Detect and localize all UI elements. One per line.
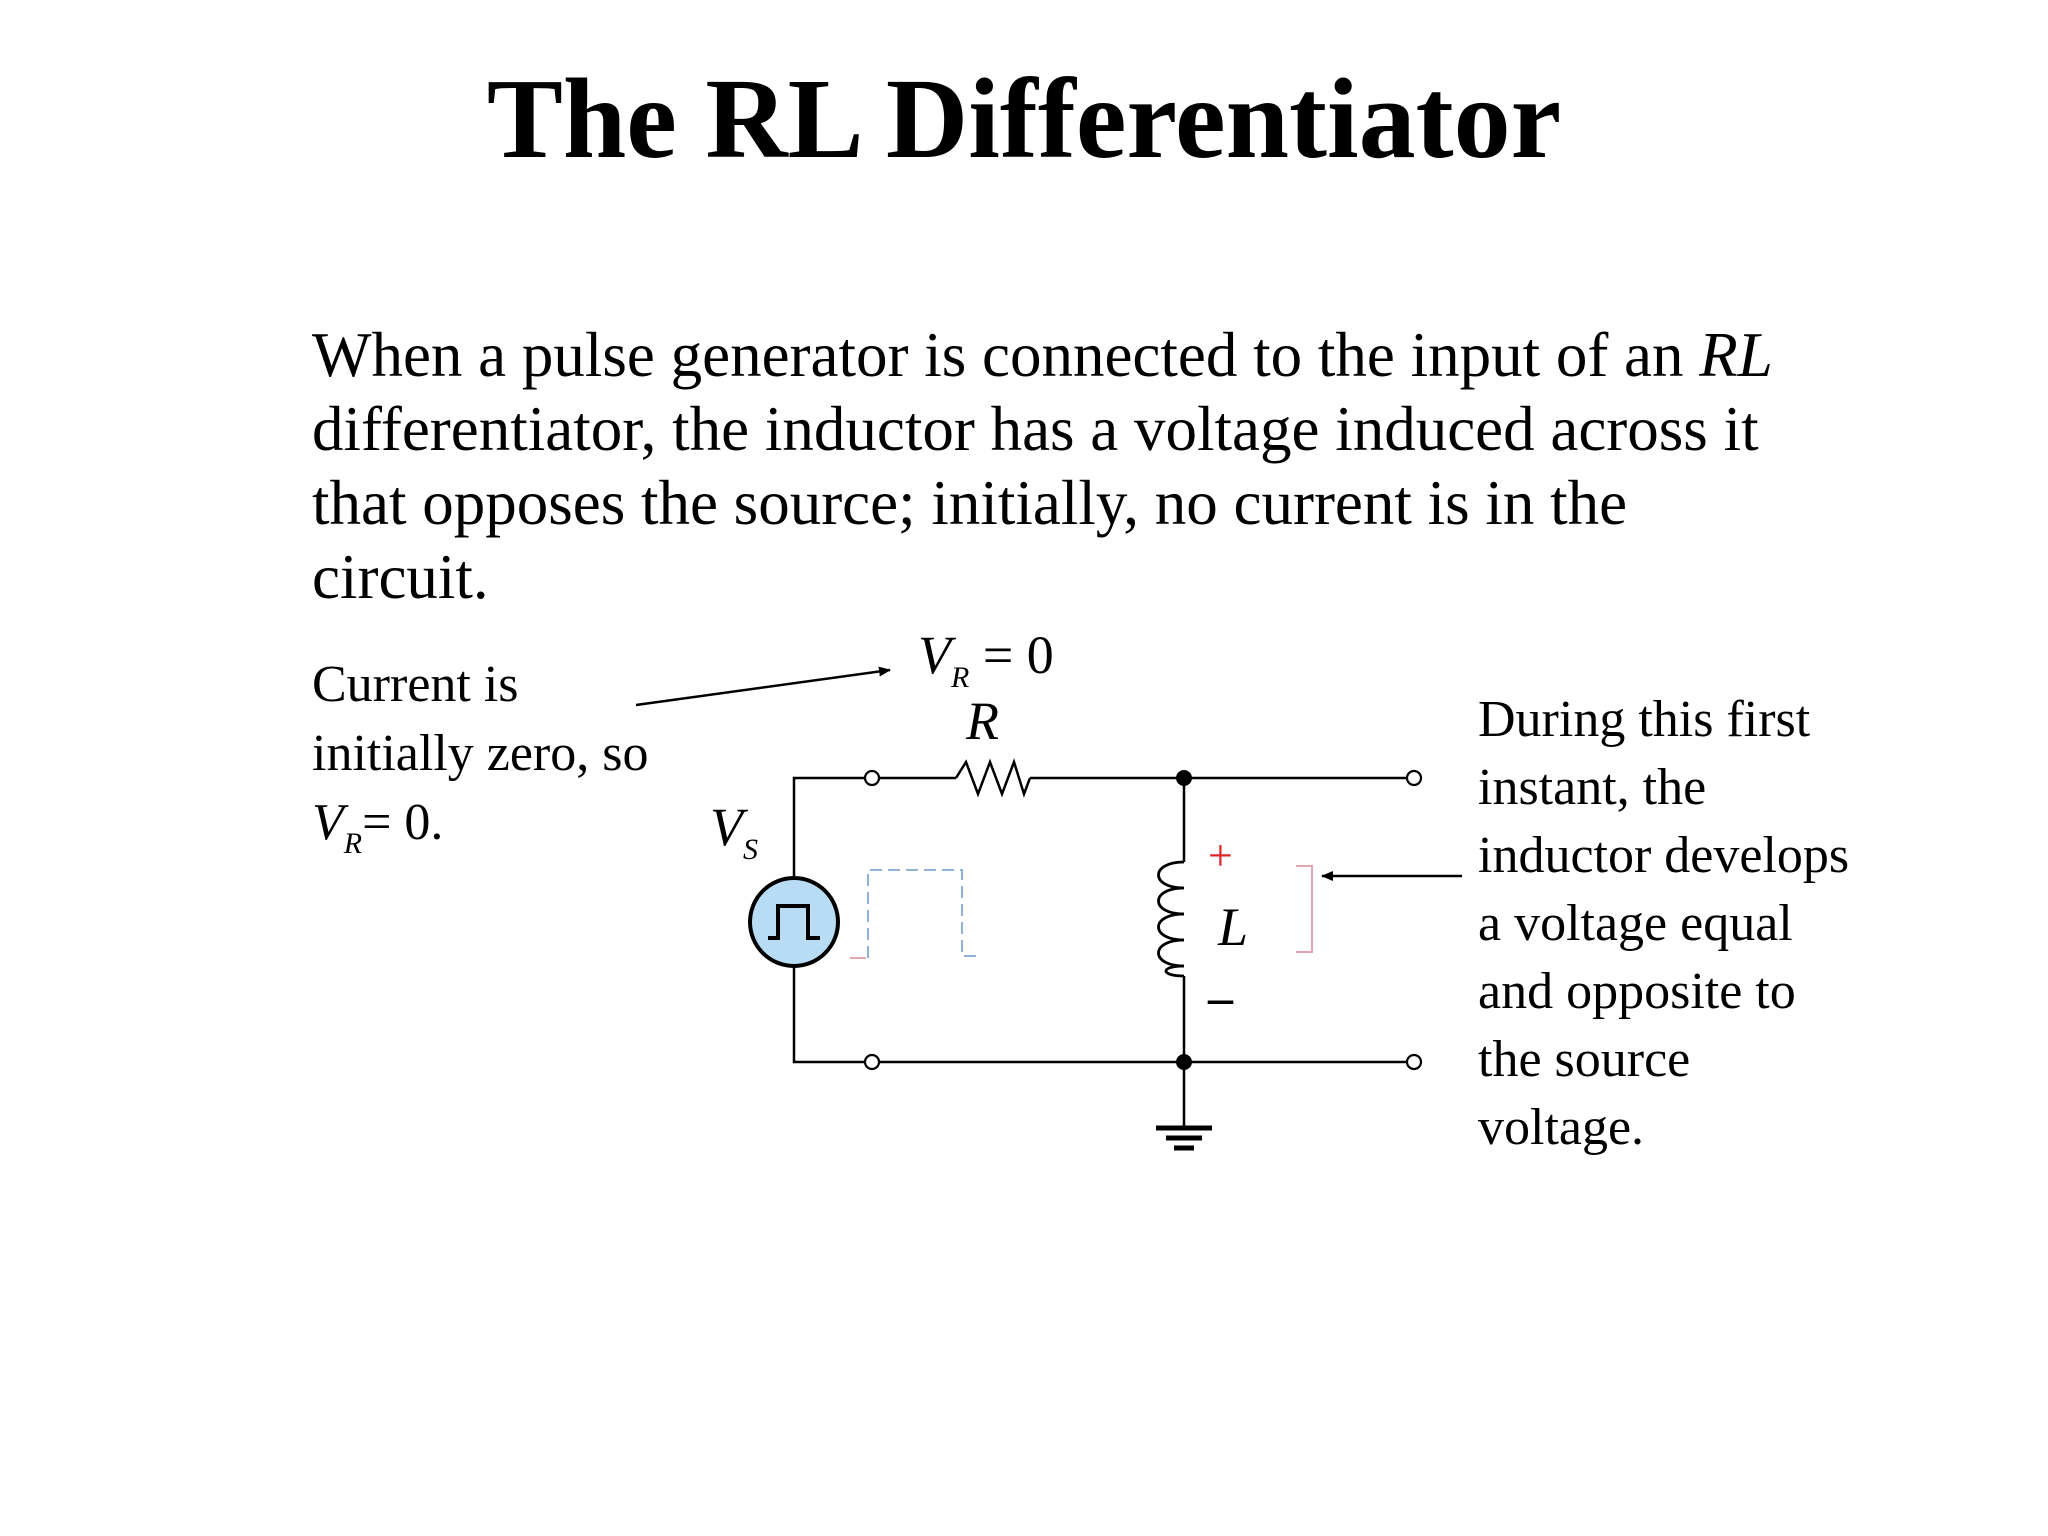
ground-icon (1156, 1125, 1212, 1151)
terminals (863, 769, 1423, 1071)
right-annotation-line: the source (1478, 1031, 1691, 1088)
slide-title: The RL Differentiator (486, 55, 1562, 182)
input-terminal-top (863, 769, 881, 787)
right-annotation-line: a voltage equal (1478, 895, 1793, 952)
left-annotation-line-3: VR= 0. (312, 788, 648, 864)
plus-sign: + (1208, 831, 1233, 880)
left-annotation-sub: R (343, 827, 363, 860)
junction-top (1176, 770, 1192, 786)
resistor (954, 758, 1032, 798)
right-annotation-line: and opposite to (1478, 963, 1796, 1020)
vr-label-eq: = 0 (969, 625, 1054, 685)
minus-sign: – (1208, 969, 1233, 1025)
output-terminal-top (1405, 769, 1423, 787)
right-annotation-line: inductor develops (1478, 827, 1850, 884)
junction-bottom (1176, 1054, 1192, 1070)
input-pulse-waveform (850, 869, 982, 959)
intro-paragraph: When a pulse generator is connected to t… (312, 318, 1812, 614)
vs-label: VS (710, 796, 758, 866)
left-annotation-eq: = 0. (362, 794, 444, 851)
vr-label: VR = 0 (918, 624, 1054, 694)
pulse-source-icon (748, 876, 840, 968)
vr-label-v: V (918, 625, 951, 685)
vr-pointer-arrow (635, 666, 891, 707)
right-annotation-line: During this first (1478, 691, 1811, 748)
right-annotation-line: voltage. (1478, 1099, 1645, 1156)
left-annotation-line-1: Current is (312, 656, 519, 713)
vr-label-sub: R (951, 661, 970, 694)
inductor-coil (1157, 860, 1185, 978)
left-annotation-v: V (312, 794, 344, 851)
resistor-label: R (966, 691, 999, 751)
left-annotation: Current is initially zero, so VR= 0. (312, 650, 648, 864)
inductor-voltage-waveform (1296, 865, 1313, 953)
circuit-wires (792, 776, 1408, 1128)
vs-label-v: V (710, 797, 743, 857)
intro-rl: RL (1699, 320, 1773, 390)
right-annotation: During this first instant, the inductor … (1478, 686, 1849, 1162)
input-terminal-bottom (863, 1053, 881, 1071)
intro-text-1: When a pulse generator is connected to t… (312, 320, 1700, 390)
output-terminal-bottom (1405, 1053, 1423, 1071)
intro-text-2: differentiator, the inductor has a volta… (312, 394, 1759, 612)
left-annotation-line-2: initially zero, so (312, 725, 649, 782)
vs-label-sub: S (743, 833, 758, 866)
inductor-label: L (1218, 897, 1249, 957)
right-annotation-line: instant, the (1478, 759, 1707, 816)
